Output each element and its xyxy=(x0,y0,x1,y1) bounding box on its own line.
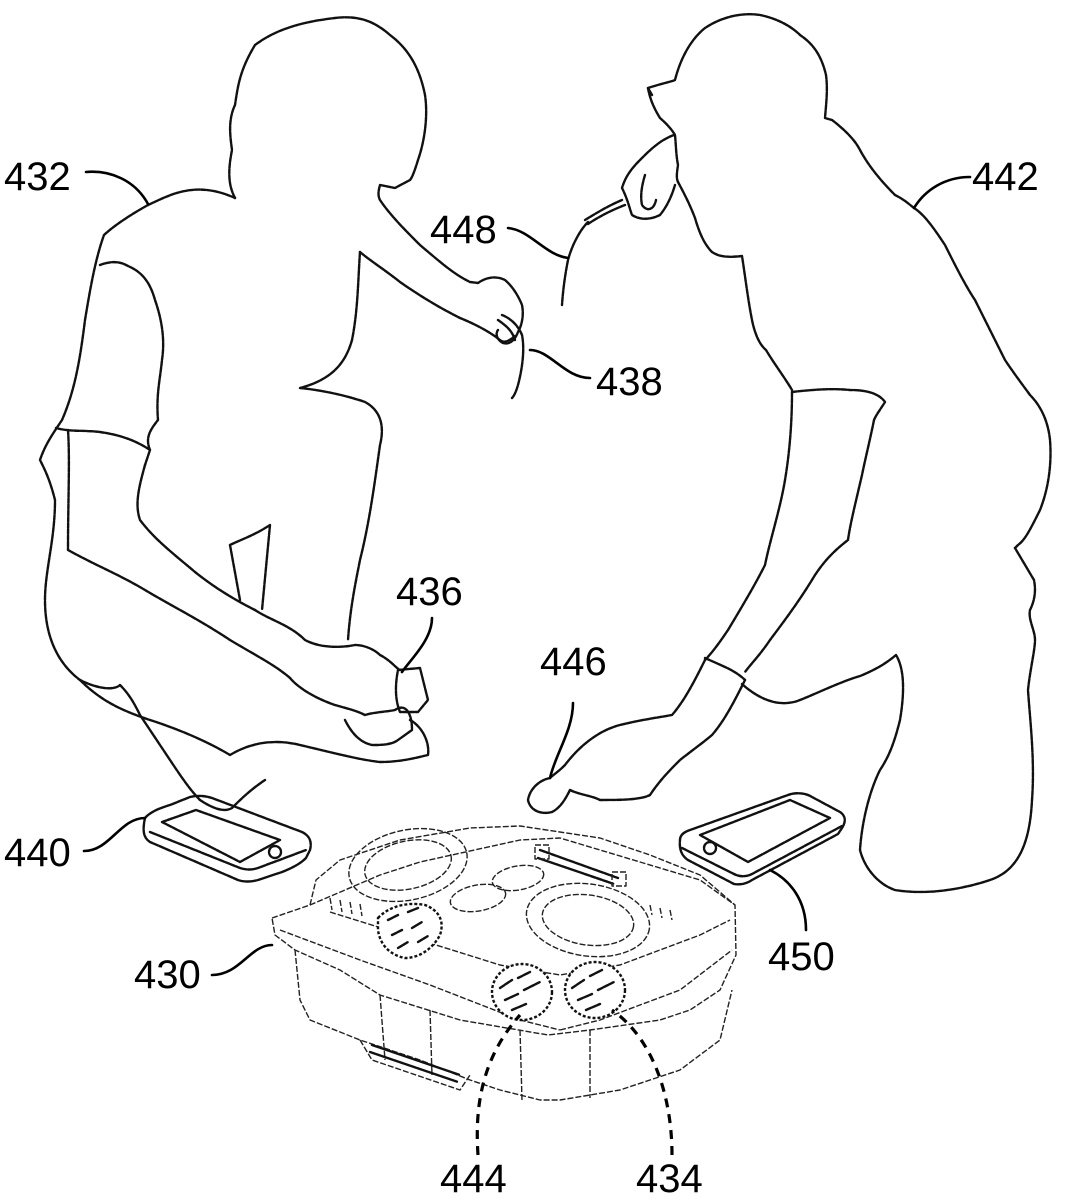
leader-440 xyxy=(82,816,147,853)
leader-446 xyxy=(548,701,575,780)
leader-438 xyxy=(528,348,592,380)
label-440: 440 xyxy=(4,831,71,875)
phone-right xyxy=(678,792,846,886)
leader-448 xyxy=(506,226,570,260)
label-436: 436 xyxy=(396,570,463,614)
phone-left xyxy=(142,794,312,883)
label-448: 448 xyxy=(430,208,497,252)
label-446: 446 xyxy=(540,640,607,684)
leader-lines xyxy=(82,170,972,1156)
person-left xyxy=(38,16,524,812)
label-432: 432 xyxy=(4,155,71,199)
leader-432 xyxy=(84,170,150,206)
person-right xyxy=(526,13,1052,894)
label-444: 444 xyxy=(440,1157,507,1200)
label-438: 438 xyxy=(596,360,663,404)
leader-450 xyxy=(768,868,808,932)
leader-436 xyxy=(400,616,434,674)
label-442: 442 xyxy=(972,155,1039,199)
label-434: 434 xyxy=(636,1157,703,1200)
leader-434 xyxy=(611,1008,674,1156)
leader-430 xyxy=(210,943,274,977)
label-430: 430 xyxy=(134,953,201,997)
leader-442 xyxy=(912,175,972,210)
game-device xyxy=(271,825,737,1101)
label-450: 450 xyxy=(768,935,835,979)
leader-444 xyxy=(475,1013,522,1156)
object-438 xyxy=(496,313,525,400)
reference-labels: 432 442 448 438 436 446 440 450 430 444 … xyxy=(4,155,1039,1200)
